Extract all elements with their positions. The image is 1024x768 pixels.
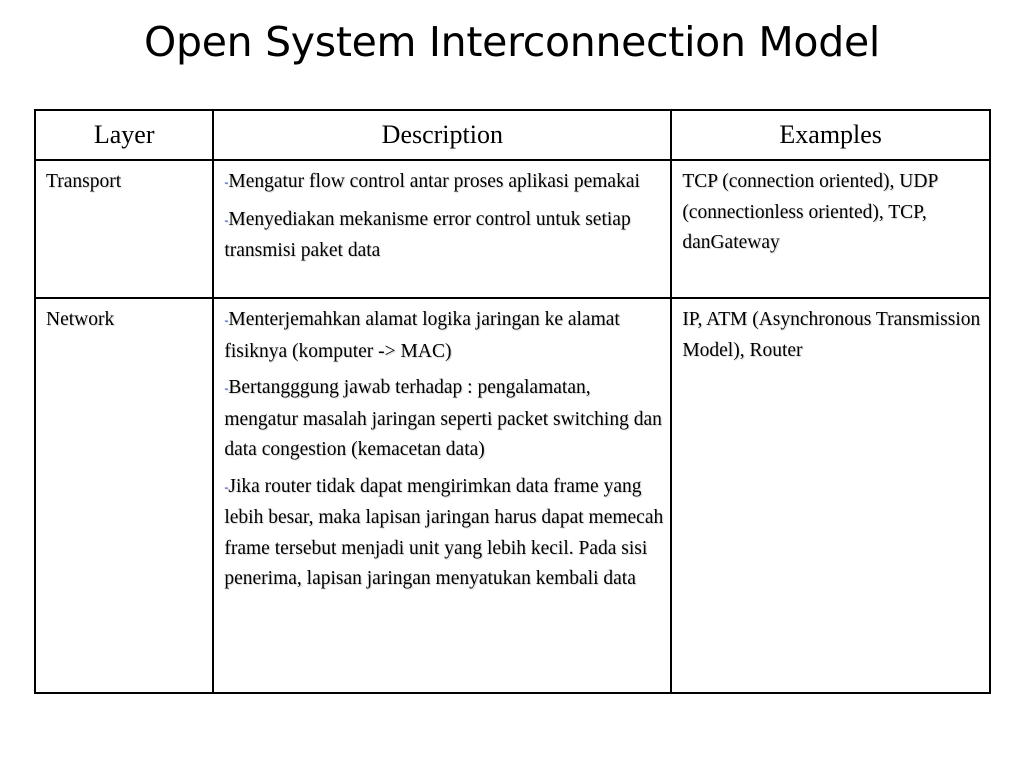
- description-text: Mengatur flow control antar proses aplik…: [228, 171, 640, 192]
- description-text: Bertangggung jawab terhadap : pengalamat…: [224, 377, 662, 460]
- examples-text: IP, ATM (Asynchronous Transmission Model…: [682, 309, 981, 361]
- examples-cell: TCP (connection oriented), UDP (connecti…: [670, 159, 991, 299]
- table-row: Network -Menterjemahkan alamat logika ja…: [33, 297, 991, 694]
- description-item: -Bertangggung jawab terhadap : pengalama…: [224, 373, 666, 466]
- examples-cell: IP, ATM (Asynchronous Transmission Model…: [670, 297, 991, 694]
- examples-text: TCP (connection oriented), UDP (connecti…: [682, 171, 938, 253]
- bullet-dash: -: [224, 175, 229, 189]
- layer-cell: Transport: [33, 159, 215, 299]
- bullet-dash: -: [224, 381, 229, 395]
- description-text: Jika router tidak dapat mengirimkan data…: [224, 475, 664, 590]
- layer-name: Network: [46, 309, 115, 330]
- description-cell: -Menterjemahkan alamat logika jaringan k…: [212, 297, 673, 694]
- osi-table: Layer Description Examples Transport -Me…: [33, 109, 991, 694]
- layer-name: Transport: [46, 171, 122, 192]
- bullet-dash: -: [224, 479, 229, 494]
- layer-cell: Network: [33, 297, 215, 694]
- description-item: -Menterjemahkan alamat logika jaringan k…: [224, 305, 666, 367]
- description-item: -Jika router tidak dapat mengirimkan dat…: [224, 472, 666, 595]
- description-cell: -Mengatur flow control antar proses apli…: [212, 159, 673, 299]
- description-text: Menyediakan mekanisme error control untu…: [224, 208, 631, 262]
- table-header-row: Layer Description Examples: [33, 109, 991, 161]
- osi-table-container: Layer Description Examples Transport -Me…: [33, 109, 991, 694]
- header-layer: Layer: [33, 109, 215, 161]
- slide-title: Open System Interconnection Model: [144, 18, 880, 66]
- description-item: -Mengatur flow control antar proses apli…: [224, 167, 666, 199]
- bullet-dash: -: [224, 212, 229, 227]
- bullet-dash: -: [224, 313, 229, 327]
- description-item: -Menyediakan mekanisme error control unt…: [224, 205, 666, 267]
- table-row: Transport -Mengatur flow control antar p…: [33, 159, 991, 299]
- header-examples: Examples: [670, 109, 991, 161]
- header-description: Description: [212, 109, 673, 161]
- description-text: Menterjemahkan alamat logika jaringan ke…: [224, 309, 620, 362]
